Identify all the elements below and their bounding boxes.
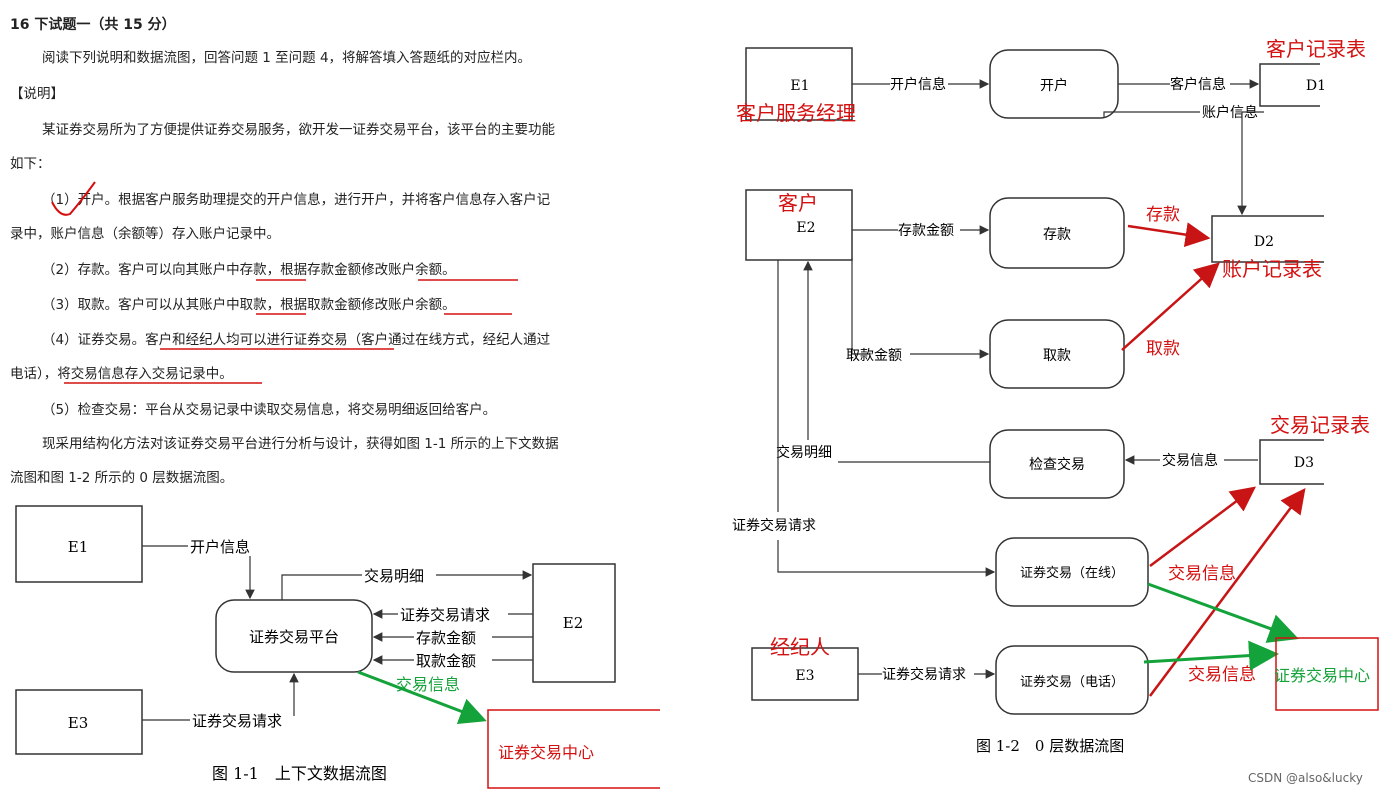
para2-line1: 现采用结构化方法对该证券交易平台进行分析与设计，获得如图 1-1 所示的上下文数… [42, 436, 559, 452]
text-annotations [51, 181, 518, 384]
annotation-account-table: 账户记录表 [1222, 257, 1322, 281]
item1-line2: 录中，账户信息（余额等）存入账户记录中。 [10, 226, 280, 242]
entity-e2-label: E2 [563, 614, 584, 632]
entity-e2 [532, 563, 616, 683]
flow-e3-request: 证券交易请求 [192, 712, 282, 730]
annotation-customer: 客户 [778, 191, 818, 215]
entity-e2 [745, 189, 853, 261]
item3-text: （3）取款。客户可以从其账户中取款，根据取款金额修改账户余额。 [42, 297, 456, 313]
csdn-watermark: CSDN @also&lucky [1248, 771, 1363, 785]
process-trade-phone [995, 645, 1149, 715]
flow-deposit: 存款金额 [416, 629, 476, 647]
entity-e1-label: E1 [790, 78, 809, 94]
item2-text: （2）存款。客户可以向其账户中存款，根据存款金额修改账户余额。 [42, 262, 456, 278]
store-d1 [1259, 63, 1320, 107]
process-deposit [989, 197, 1125, 269]
flow-open-info: 开户信息 [890, 76, 946, 93]
flow-deposit-amount: 存款金额 [898, 223, 954, 239]
flow-account-info: 账户信息 [1202, 104, 1258, 121]
process-withdraw [989, 319, 1125, 389]
question-title: 16 下试题一（共 15 分） [10, 17, 176, 33]
flow-open-info: 开户信息 [190, 538, 250, 556]
entity-e3-label: E3 [68, 714, 89, 732]
process-deposit-label: 存款 [1043, 227, 1071, 243]
process-trade-online [995, 537, 1149, 607]
check-mark-icon [51, 181, 96, 216]
process-check-trade-label: 检查交易 [1029, 456, 1085, 473]
process-open-account-label: 开户 [1040, 77, 1068, 94]
process-platform [215, 599, 373, 673]
annotation-trade-info: 交易信息 [396, 675, 460, 694]
flow-trade-request: 证券交易请求 [732, 517, 816, 534]
annotation-trade-info-phone: 交易信息 [1188, 665, 1256, 685]
section-heading: 【说明】 [10, 86, 64, 102]
context-dfd: E1 E3 E2 证券交易平台 开户信息 交易明细 证券交易请求 存款金额 取款… [15, 505, 660, 789]
item5-text: （5）检查交易：平台从交易记录中读取交易信息，将交易明细返回给客户。 [42, 402, 497, 418]
annotation-withdraw: 取款 [1146, 339, 1180, 359]
flow-withdraw-amount: 取款金额 [846, 348, 902, 364]
flow-trade-detail: 交易明细 [364, 567, 424, 585]
item1-line1: （1）开户。根据客户服务助理提交的开户信息，进行开户，并将客户信息存入客户记 [42, 192, 551, 208]
exam-document: 16 下试题一（共 15 分） 阅读下列说明和数据流图，回答问题 1 至问题 4… [0, 0, 660, 794]
annotation-trade-center: 证券交易中心 [1274, 666, 1370, 685]
process-withdraw-label: 取款 [1043, 348, 1071, 364]
store-d3 [1259, 439, 1324, 485]
entity-e3 [15, 689, 143, 755]
entity-e2-label: E2 [796, 220, 815, 236]
flow-trade-info: 交易信息 [1162, 452, 1218, 469]
annotation-trade-table: 交易记录表 [1270, 413, 1370, 437]
process-platform-label: 证券交易平台 [249, 628, 339, 646]
process-check-trade [989, 429, 1125, 499]
item4-line2: 电话），将交易信息存入交易记录中。 [10, 366, 233, 382]
entity-e3-label: E3 [795, 668, 814, 684]
flow-trade-detail: 交易明细 [776, 444, 832, 461]
flow-withdraw: 取款金额 [416, 652, 476, 670]
flow-e3-request: 证券交易请求 [882, 666, 966, 683]
annotation-deposit: 存款 [1146, 205, 1180, 225]
annotation-trade-info-online: 交易信息 [1168, 564, 1236, 584]
entity-e1-label: E1 [68, 538, 89, 556]
annotation-trade-center: 证券交易中心 [498, 743, 594, 762]
flow-trade-request: 证券交易请求 [400, 606, 490, 624]
flow-customer-info: 客户信息 [1170, 76, 1226, 93]
figure-caption: 图 1-2 0 层数据流图 [976, 737, 1124, 755]
store-d1-label: D1 [1306, 78, 1326, 94]
item4-line1: （4）证券交易。客户和经纪人均可以进行证券交易（客户通过在线方式，经纪人通过 [42, 332, 551, 348]
annotation-trade-center-box [1275, 637, 1379, 711]
store-d2-label: D2 [1254, 234, 1274, 250]
store-d3-label: D3 [1294, 455, 1314, 471]
para1-line1: 某证券交易所为了方便提供证券交易服务，欲开发一证券交易平台，该平台的主要功能 [42, 122, 555, 138]
para1-line2: 如下： [10, 156, 51, 172]
store-d2 [1211, 215, 1324, 263]
para2-line2: 流图和图 1-2 所示的 0 层数据流图。 [10, 470, 234, 486]
annotation-trade-center-box [487, 709, 660, 789]
level0-dfd: E1 E2 E3 D1 D2 D3 开户 存款 取款 检查交易 证券交易（在线）… [732, 37, 1379, 785]
figure-caption: 图 1-1 上下文数据流图 [212, 764, 387, 783]
entity-e1 [15, 505, 143, 583]
annotation-customer-service-manager: 客户服务经理 [736, 101, 856, 125]
annotation-customer-table: 客户记录表 [1266, 37, 1366, 61]
intro-text: 阅读下列说明和数据流图，回答问题 1 至问题 4，将解答填入答题纸的对应栏内。 [42, 50, 532, 66]
process-trade-online-label: 证券交易（在线） [1020, 565, 1124, 581]
annotation-broker: 经纪人 [770, 635, 830, 659]
process-trade-phone-label: 证券交易（电话） [1020, 674, 1124, 690]
